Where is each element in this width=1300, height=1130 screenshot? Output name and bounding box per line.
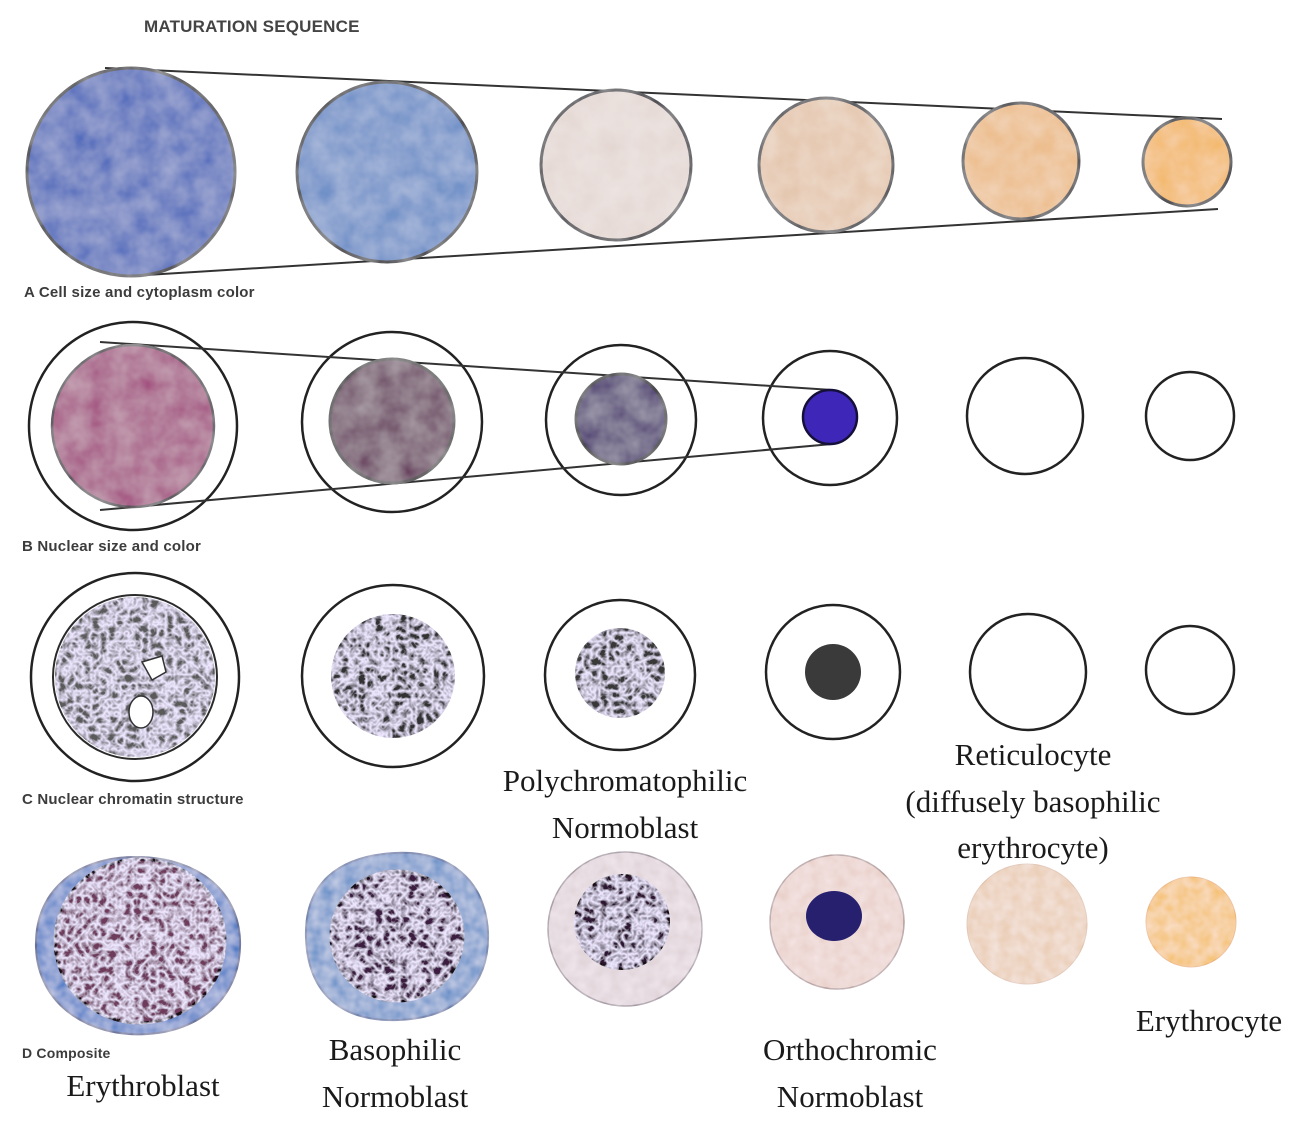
chromatin-clumped-3 (575, 628, 665, 718)
stage-label-erythroblast: Erythroblast (66, 1063, 219, 1110)
cell-outline-c6 (1146, 626, 1234, 714)
composite-cell-6 (1146, 877, 1236, 967)
row-b-caption: B Nuclear size and color (22, 538, 201, 555)
composite-nucleus-4 (806, 891, 862, 941)
row-d-caption: D Composite (22, 1045, 111, 1061)
nucleus-2 (330, 359, 454, 483)
diagram-title: MATURATION SEQUENCE (144, 17, 360, 37)
composite-nucleus-2 (331, 871, 463, 1001)
size-guide-line-bottom (130, 209, 1218, 276)
row-a-cell-size (27, 68, 1231, 276)
row-b-nuclear-size (29, 322, 1234, 530)
cytoplasm-circle-3 (541, 90, 691, 240)
nucleus-3 (576, 374, 666, 464)
row-a-caption: A Cell size and cytoplasm color (24, 284, 255, 301)
row-d-composite (36, 852, 1236, 1034)
cell-outline-c5 (970, 614, 1086, 730)
chromatin-fine-1 (53, 595, 217, 759)
chromatin-coarse-2 (331, 614, 455, 738)
nucleus-1 (52, 345, 214, 507)
cell-outline-b6 (1146, 372, 1234, 460)
chromatin-pyknotic-4 (805, 644, 861, 700)
composite-cell-5 (967, 864, 1087, 984)
cytoplasm-circle-1 (27, 68, 235, 276)
nucleus-4 (803, 390, 857, 444)
composite-nucleus-1 (55, 859, 225, 1023)
stage-label-erythrocyte: Erythrocyte (1136, 998, 1282, 1045)
cytoplasm-circle-5 (963, 103, 1079, 219)
nucleus-guide-line-top (100, 342, 832, 390)
cytoplasm-circle-2 (297, 82, 477, 262)
composite-nucleus-3 (575, 875, 669, 969)
row-c-caption: C Nuclear chromatin structure (22, 791, 244, 808)
cell-outline-b5 (967, 358, 1083, 474)
cytoplasm-circle-6 (1143, 118, 1231, 206)
cytoplasm-circle-4 (759, 98, 893, 232)
